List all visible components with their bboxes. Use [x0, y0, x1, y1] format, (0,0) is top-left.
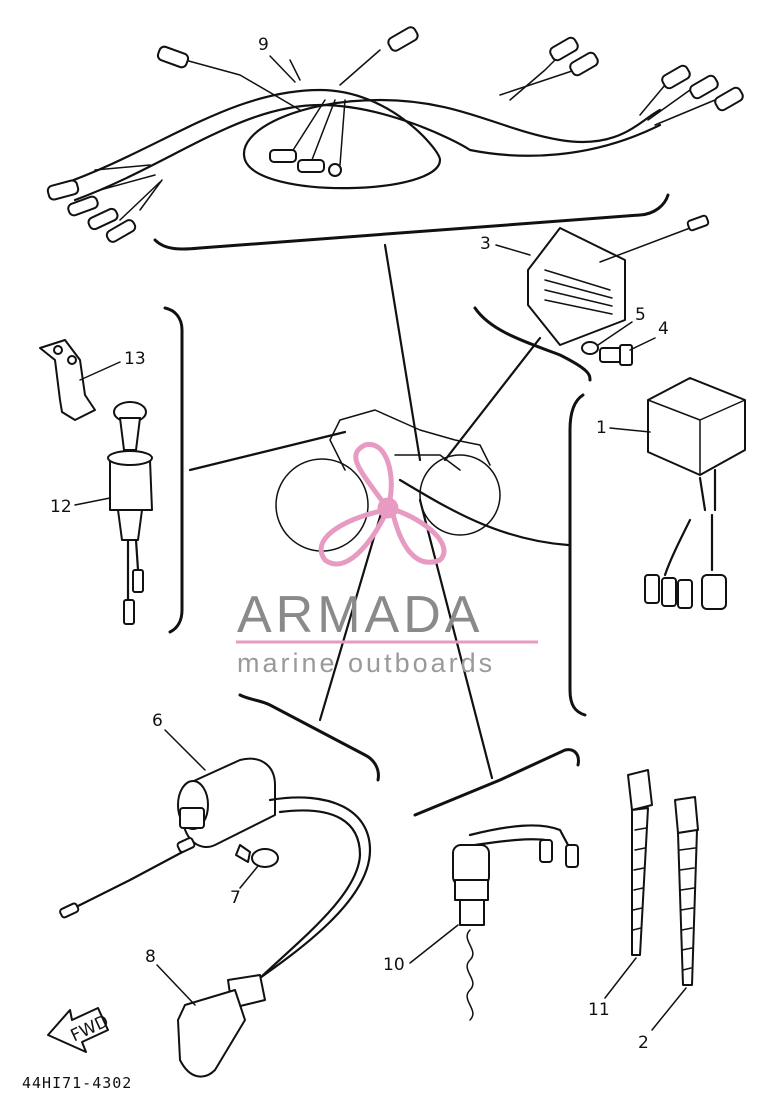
group-bracket-switch [163, 306, 184, 634]
group-bracket-cdi [568, 393, 587, 717]
ignition-coil-part-6 [59, 757, 276, 919]
callout-11: 11 [588, 1000, 610, 1020]
drawing-code: 44HI71-4302 [22, 1074, 132, 1092]
washer-part-5 [581, 341, 599, 355]
callout-2: 2 [638, 1033, 649, 1053]
wire-harness-part-9 [46, 26, 744, 243]
cable-tie-part-11 [627, 769, 653, 956]
armada-watermark: ARMADA marine outboards [236, 442, 538, 678]
group-bracket-coil [238, 693, 380, 782]
forward-direction-arrow: FWD [47, 1007, 112, 1053]
callout-5: 5 [635, 305, 646, 325]
plug-cap-part-8 [177, 796, 372, 1078]
bracket-part-13 [39, 339, 96, 421]
watermark-brand: ARMADA [237, 586, 483, 644]
callout-labels: 9 3 5 4 1 13 12 6 7 8 10 11 2 [50, 35, 687, 1053]
propeller-logo-icon [318, 442, 447, 567]
bolt-part-7 [235, 844, 279, 868]
sensor-part-10 [452, 824, 579, 1021]
callout-1: 1 [596, 418, 607, 438]
callout-4: 4 [658, 319, 669, 339]
group-bracket-sensor [413, 748, 580, 817]
callout-7: 7 [230, 888, 241, 908]
callout-12: 12 [50, 497, 72, 517]
callout-3: 3 [480, 234, 491, 254]
group-bracket-regulator [473, 306, 592, 382]
callout-10: 10 [383, 955, 405, 975]
group-bracket-top [153, 193, 670, 251]
cable-tie-part-2 [674, 796, 699, 986]
callout-6: 6 [152, 711, 163, 731]
callout-8: 8 [145, 947, 156, 967]
regulator-part-3 [473, 214, 710, 382]
callout-9: 9 [258, 35, 269, 55]
cdi-unit-part-1 [644, 377, 746, 610]
callout-13: 13 [124, 349, 146, 369]
bolt-part-4 [599, 344, 633, 366]
stop-switch-part-12 [107, 401, 153, 625]
watermark-tagline: marine outboards [237, 648, 495, 678]
